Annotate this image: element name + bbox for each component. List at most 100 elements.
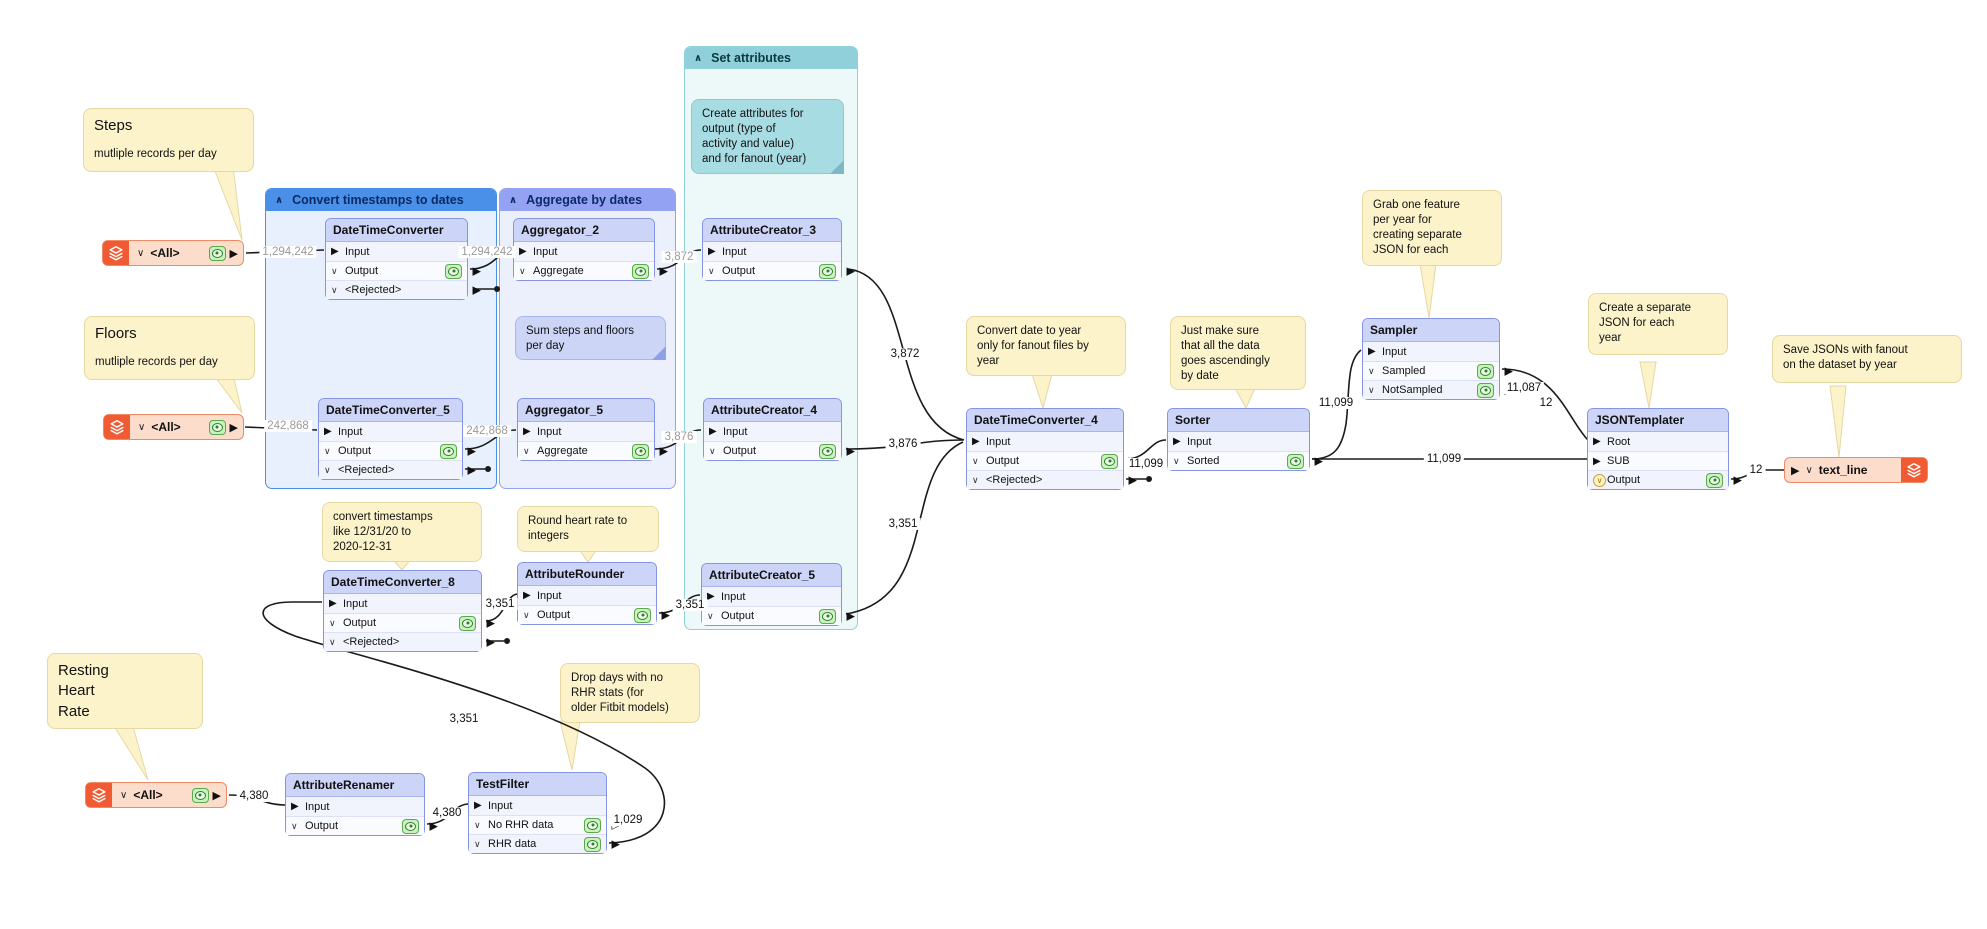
feature-cache-eye-icon[interactable] (819, 608, 836, 624)
feature-cache-eye-icon[interactable] (1477, 363, 1494, 379)
input-arrow-icon[interactable]: ▶ (708, 246, 716, 257)
port-row-input[interactable]: ▶Input (518, 422, 654, 441)
collapse-chevron-icon[interactable]: ∧ (694, 52, 703, 64)
feature-cache-eye-icon[interactable] (632, 443, 649, 459)
output-arrow-icon[interactable]: ▶ (1504, 365, 1513, 378)
reader-floors[interactable]: ∨<All>▶ (103, 414, 244, 440)
port-row--rejected-[interactable]: ∨<Rejected>▶ (319, 460, 476, 479)
port-chevron-icon[interactable]: ∨ (1173, 455, 1180, 466)
port-chevron-icon[interactable]: ∨ (474, 819, 481, 830)
input-arrow-icon[interactable]: ▶ (523, 590, 531, 601)
port-row-input[interactable]: ▶Input (326, 242, 467, 261)
port-chevron-icon[interactable]: ∨ (329, 617, 336, 628)
port-row--rejected-[interactable]: ∨<Rejected>▶ (326, 280, 481, 299)
node-title[interactable]: DateTimeConverter (326, 219, 467, 242)
transformer-node-attributecreator_5[interactable]: AttributeCreator_5▶Input∨Output▶ (701, 563, 855, 626)
output-arrow-icon[interactable]: ▶ (661, 609, 670, 622)
port-chevron-icon[interactable]: ∨ (709, 445, 716, 456)
port-row--rejected-[interactable]: ∨<Rejected>▶ (324, 632, 495, 651)
port-row-output[interactable]: ∨Output▶ (286, 816, 438, 835)
feature-cache-eye-icon[interactable] (191, 787, 209, 803)
input-arrow-icon[interactable]: ▶ (972, 436, 980, 447)
port-row-input[interactable]: ▶Input (324, 594, 481, 613)
port-chevron-icon[interactable]: ∨ (972, 455, 979, 466)
expand-chevron-icon[interactable]: ∨ (120, 789, 128, 801)
output-arrow-icon[interactable]: ▶ (846, 610, 855, 623)
node-title[interactable]: DateTimeConverter_8 (324, 571, 481, 594)
expand-chevron-icon[interactable]: ∨ (137, 247, 145, 259)
transformer-node-aggregator_5[interactable]: Aggregator_5▶Input∨Aggregate▶ (517, 398, 668, 461)
transformer-node-datetimeconverter_5[interactable]: DateTimeConverter_5▶Input∨Output▶∨<Rejec… (318, 398, 476, 480)
input-arrow-icon[interactable]: ▶ (291, 801, 299, 812)
feature-cache-eye-icon[interactable] (445, 263, 462, 279)
group-header-set-attributes[interactable]: ∧Set attributes (685, 47, 857, 69)
port-row-root[interactable]: ▶Root (1588, 432, 1728, 451)
input-arrow-icon[interactable]: ▶ (709, 426, 717, 437)
port-row-output[interactable]: ∨Output▶ (518, 605, 670, 624)
port-row-output[interactable]: ∨Output▶ (967, 451, 1137, 470)
feature-cache-eye-icon[interactable] (1287, 453, 1304, 469)
output-arrow-icon[interactable]: ▶ (429, 820, 438, 833)
input-arrow-icon[interactable]: ▶ (1593, 455, 1601, 467)
port-row-sub[interactable]: ▶SUB (1588, 451, 1728, 470)
port-row-input[interactable]: ▶Input (1168, 432, 1309, 451)
port-row-input[interactable]: ▶Input (703, 242, 841, 261)
transformer-node-attributerounder[interactable]: AttributeRounder▶Input∨Output▶ (517, 562, 670, 625)
writer-text-line[interactable]: ▶∨text_line (1784, 457, 1928, 483)
input-arrow-icon[interactable]: ▶ (474, 800, 482, 811)
port-row-input[interactable]: ▶Input (514, 242, 654, 261)
input-arrow-icon[interactable]: ▶ (324, 426, 332, 437)
port-row-output[interactable]: ∨Output▶ (703, 261, 855, 280)
input-arrow-icon[interactable]: ▶ (1173, 436, 1181, 447)
group-header-aggregate-by-dates[interactable]: ∧Aggregate by dates (500, 189, 675, 211)
port-row-output[interactable]: ∨Output▶ (326, 261, 481, 280)
transformer-node-datetimeconverter_8[interactable]: DateTimeConverter_8▶Input∨Output▶∨<Rejec… (323, 570, 495, 652)
feature-cache-eye-icon[interactable] (819, 263, 836, 279)
feature-cache-eye-icon[interactable] (584, 836, 601, 852)
port-chevron-icon[interactable]: ∨ (1368, 365, 1375, 376)
output-arrow-icon[interactable]: ▶ (472, 284, 481, 297)
port-row-input[interactable]: ▶Input (319, 422, 462, 441)
collapsed-attributes-icon[interactable]: ∨ (1593, 473, 1606, 487)
port-chevron-icon[interactable]: ∨ (707, 610, 714, 621)
port-row-aggregate[interactable]: ∨Aggregate▶ (518, 441, 668, 460)
port-row-no-rhr-data[interactable]: ∨No RHR data▷ (469, 815, 620, 834)
port-row-sampled[interactable]: ∨Sampled▶ (1363, 361, 1513, 380)
node-title[interactable]: AttributeCreator_3 (703, 219, 841, 242)
node-title[interactable]: TestFilter (469, 773, 606, 796)
output-arrow-icon[interactable]: ▶ (486, 617, 495, 630)
input-arrow-icon[interactable]: ▶ (523, 426, 531, 437)
node-title[interactable]: DateTimeConverter_5 (319, 399, 462, 422)
output-arrow-icon[interactable]: ▶ (1128, 474, 1137, 487)
port-chevron-icon[interactable]: ∨ (329, 636, 336, 647)
port-chevron-icon[interactable]: ∨ (708, 265, 715, 276)
feature-cache-eye-icon[interactable] (459, 615, 476, 631)
feature-cache-eye-icon[interactable] (632, 263, 649, 279)
node-title[interactable]: Aggregator_2 (514, 219, 654, 242)
output-arrow-icon[interactable]: ▶ (486, 636, 495, 649)
port-chevron-icon[interactable]: ∨ (519, 265, 526, 276)
input-arrow-icon[interactable]: ▶ (1791, 464, 1800, 477)
port-row-output[interactable]: ∨Output▶ (319, 441, 476, 460)
port-chevron-icon[interactable]: ∨ (523, 445, 530, 456)
port-row-input[interactable]: ▶Input (286, 797, 424, 816)
input-arrow-icon[interactable]: ▶ (329, 598, 337, 609)
reader-steps[interactable]: ∨<All>▶ (102, 240, 244, 266)
node-title[interactable]: Sampler (1363, 319, 1499, 342)
feature-cache-eye-icon[interactable] (208, 245, 226, 261)
port-row-input[interactable]: ▶Input (469, 796, 606, 815)
feature-cache-eye-icon[interactable] (1101, 453, 1118, 469)
output-arrow-icon[interactable]: ▶ (846, 445, 855, 458)
port-row-aggregate[interactable]: ∨Aggregate▶ (514, 261, 668, 280)
transformer-node-attributerenamer[interactable]: AttributeRenamer▶Input∨Output▶ (285, 773, 438, 836)
node-title[interactable]: AttributeRounder (518, 563, 656, 586)
